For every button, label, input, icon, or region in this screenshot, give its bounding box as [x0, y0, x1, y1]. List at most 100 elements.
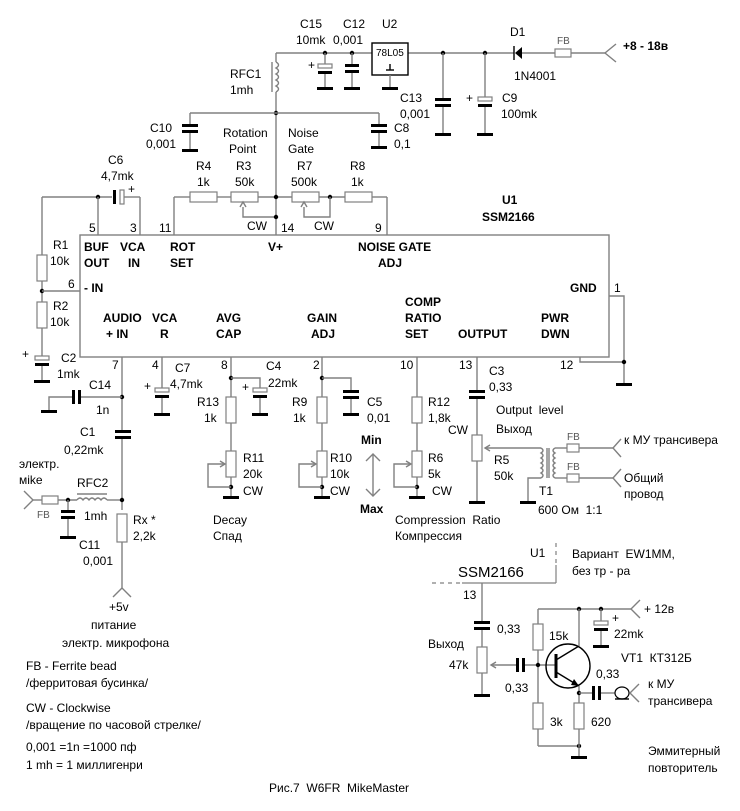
pin-number: 12 [560, 358, 574, 372]
potentiometer-r3 [230, 191, 259, 203]
ferrite-bead-icon [566, 443, 580, 453]
ground-icon [223, 496, 239, 499]
r10-ref: R10 [330, 451, 352, 465]
r11-value: 20k [243, 467, 263, 481]
rfc2-value: 1mh [84, 509, 107, 523]
cap-plate-pos [317, 63, 333, 69]
cap-plate [343, 396, 359, 399]
ground-icon [154, 413, 170, 416]
variant-c-sup: 22mk [614, 627, 644, 641]
r12-ref: R12 [428, 395, 450, 409]
cap-plate-pos [34, 355, 50, 361]
c2-value: 1mk [57, 367, 81, 381]
r1-value: 10k [50, 254, 70, 268]
ground-icon [477, 133, 493, 136]
plus-sign: + [144, 379, 151, 393]
capacitor-icon [72, 390, 75, 404]
electrolytic-cap-icon [35, 363, 49, 366]
pin-label: GND [570, 281, 597, 295]
capacitor-icon [61, 510, 75, 513]
plus-sign: + [466, 91, 473, 105]
ground-icon [252, 413, 268, 416]
ground-icon [593, 645, 609, 648]
fb-label: FB [37, 510, 50, 521]
supply-note-1: питание [91, 618, 137, 632]
rfc1-ref: RFC1 [230, 67, 262, 81]
variant-out-label: Выход [428, 637, 464, 651]
transformer-winding [552, 447, 557, 479]
resistor-620 [573, 702, 585, 730]
note-fb: FB - Ferrite bead [26, 659, 117, 673]
rfc1-value: 1mh [230, 83, 253, 97]
pin-label: OUT [84, 256, 110, 270]
ground-icon [371, 146, 387, 149]
junction [119, 497, 125, 503]
cap-plate [598, 686, 601, 700]
potentiometer-r7 [291, 191, 320, 203]
ground-icon [41, 410, 57, 413]
r3-ref: R3 [236, 159, 252, 173]
pin-number: 13 [459, 358, 473, 372]
potentiometer-r10 [316, 450, 328, 478]
plus-sign: + [128, 182, 135, 196]
ground-connector-icon [612, 468, 622, 488]
u2-value: 78L05 [376, 48, 404, 59]
pin-label: AUDIO [103, 311, 142, 325]
top-pots-section: Rotation Point Noise Gate R4 1k R3 50k R… [42, 126, 388, 235]
ic-u1: U1 SSM2166 5 BUF OUT 3 VCA IN 11 ROT SET… [68, 193, 632, 386]
wiper [303, 197, 331, 218]
wiper-arrow-icon [489, 661, 497, 669]
variant-dest-2: трансивера [648, 694, 713, 708]
c11-value: 0,001 [83, 554, 113, 568]
c3-ref: C3 [489, 364, 505, 378]
diode-icon [515, 47, 522, 59]
junction [273, 194, 279, 200]
wiper-arrow-icon [219, 460, 227, 468]
r10-value: 10k [330, 467, 350, 481]
output-level-label-2: Выход [496, 422, 532, 436]
wiper [393, 463, 417, 488]
potentiometer-r11 [225, 450, 237, 478]
r11-ref: R11 [243, 451, 264, 465]
ground-icon [182, 149, 198, 152]
c13-value: 0,001 [400, 107, 430, 121]
c5-ref: C5 [367, 395, 383, 409]
r13-value: 1k [204, 411, 218, 425]
c1-value: 0,22mk [64, 443, 104, 457]
ground-icon [409, 496, 425, 499]
pin-label: ADJ [311, 327, 335, 341]
pin-number: 11 [159, 221, 172, 235]
cap-plate [522, 658, 525, 672]
r6-ref: R6 [428, 451, 444, 465]
r11-cw: CW [243, 484, 264, 498]
c5-value: 0,01 [367, 411, 391, 425]
ground-icon [34, 380, 50, 383]
fb-label: FB [557, 36, 570, 47]
pin-label: IN [128, 256, 140, 270]
electrolytic-cap-icon [478, 104, 492, 107]
variant-part: SSM2166 [458, 564, 524, 581]
variant-c-base: 0,33 [505, 681, 529, 695]
variant-section: U1 SSM2166 Вариант EW1MM, без тр - ра 13… [428, 543, 720, 775]
capacitor-icon [435, 98, 451, 101]
cap-plate-pos [252, 387, 268, 393]
fb-label: FB [567, 432, 580, 443]
r2-ref: R2 [53, 299, 69, 313]
variant-r-bot: 3k [550, 715, 564, 729]
c14-value: 1n [96, 403, 109, 417]
r12-value: 1,8k [428, 411, 452, 425]
capacitor-icon [592, 686, 595, 700]
wire [579, 357, 624, 363]
variant-dest-1: к МУ [648, 677, 675, 691]
r8-value: 1k [351, 175, 365, 189]
pin-number: 5 [89, 221, 96, 235]
transformer-icon [539, 447, 544, 479]
cap-plate-pos [154, 387, 170, 393]
resistor-r12 [411, 396, 423, 424]
pin-number: 7 [112, 358, 119, 372]
supply-label: +5v [109, 600, 129, 614]
r6-value: 5k [428, 467, 442, 481]
ground-icon [344, 87, 360, 90]
ground-icon [317, 87, 333, 90]
c7-ref: C7 [175, 361, 191, 375]
